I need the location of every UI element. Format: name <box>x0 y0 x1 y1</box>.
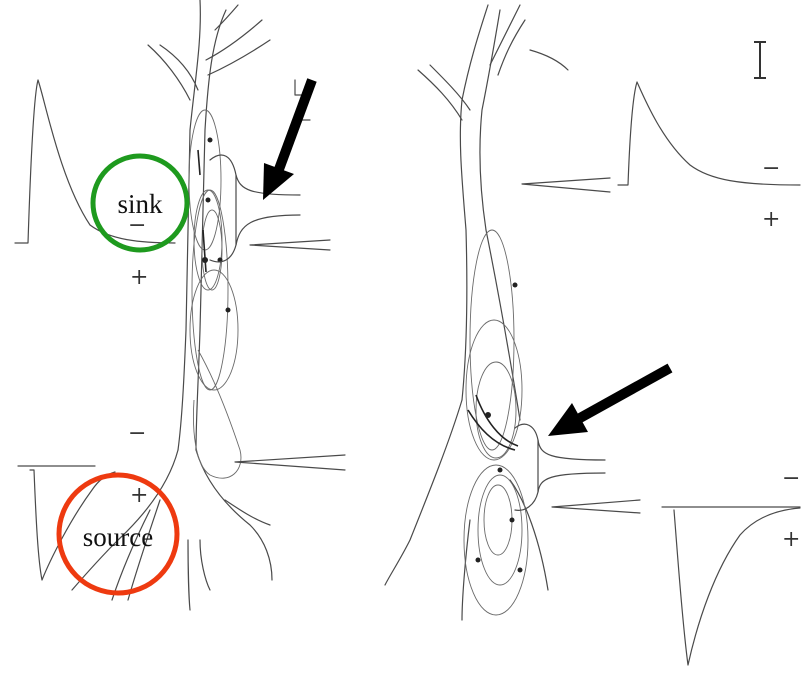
right-upper-minus-sign: − <box>762 156 780 181</box>
right-arrow <box>548 368 670 436</box>
right-lower-minus-sign: − <box>782 466 800 491</box>
left-lower-plus-sign: + <box>130 483 148 508</box>
source-marker: source <box>59 475 177 593</box>
right-neuron-outline <box>385 5 568 620</box>
left-arrow <box>263 80 312 200</box>
right-electrode-lower <box>552 500 640 513</box>
left-lower-minus-sign: − <box>128 421 146 446</box>
source-label: source <box>83 522 153 552</box>
left-electrode-lower <box>235 455 345 470</box>
right-electrode-soma <box>515 424 605 510</box>
right-waveform-lower <box>662 507 800 665</box>
right-lower-plus-sign: + <box>782 527 800 552</box>
right-neuron-panel: − + − + <box>385 5 800 665</box>
scale-bar <box>754 42 766 78</box>
sink-label: sink <box>117 189 163 219</box>
left-upper-plus-sign: + <box>130 265 148 290</box>
right-electrode-upper <box>522 178 610 192</box>
right-upper-plus-sign: + <box>762 207 780 232</box>
right-current-loops <box>464 230 528 615</box>
left-neuron-panel: − + − + sink source <box>15 0 345 610</box>
left-neuron-outline <box>72 0 272 610</box>
left-current-loops <box>189 110 238 390</box>
